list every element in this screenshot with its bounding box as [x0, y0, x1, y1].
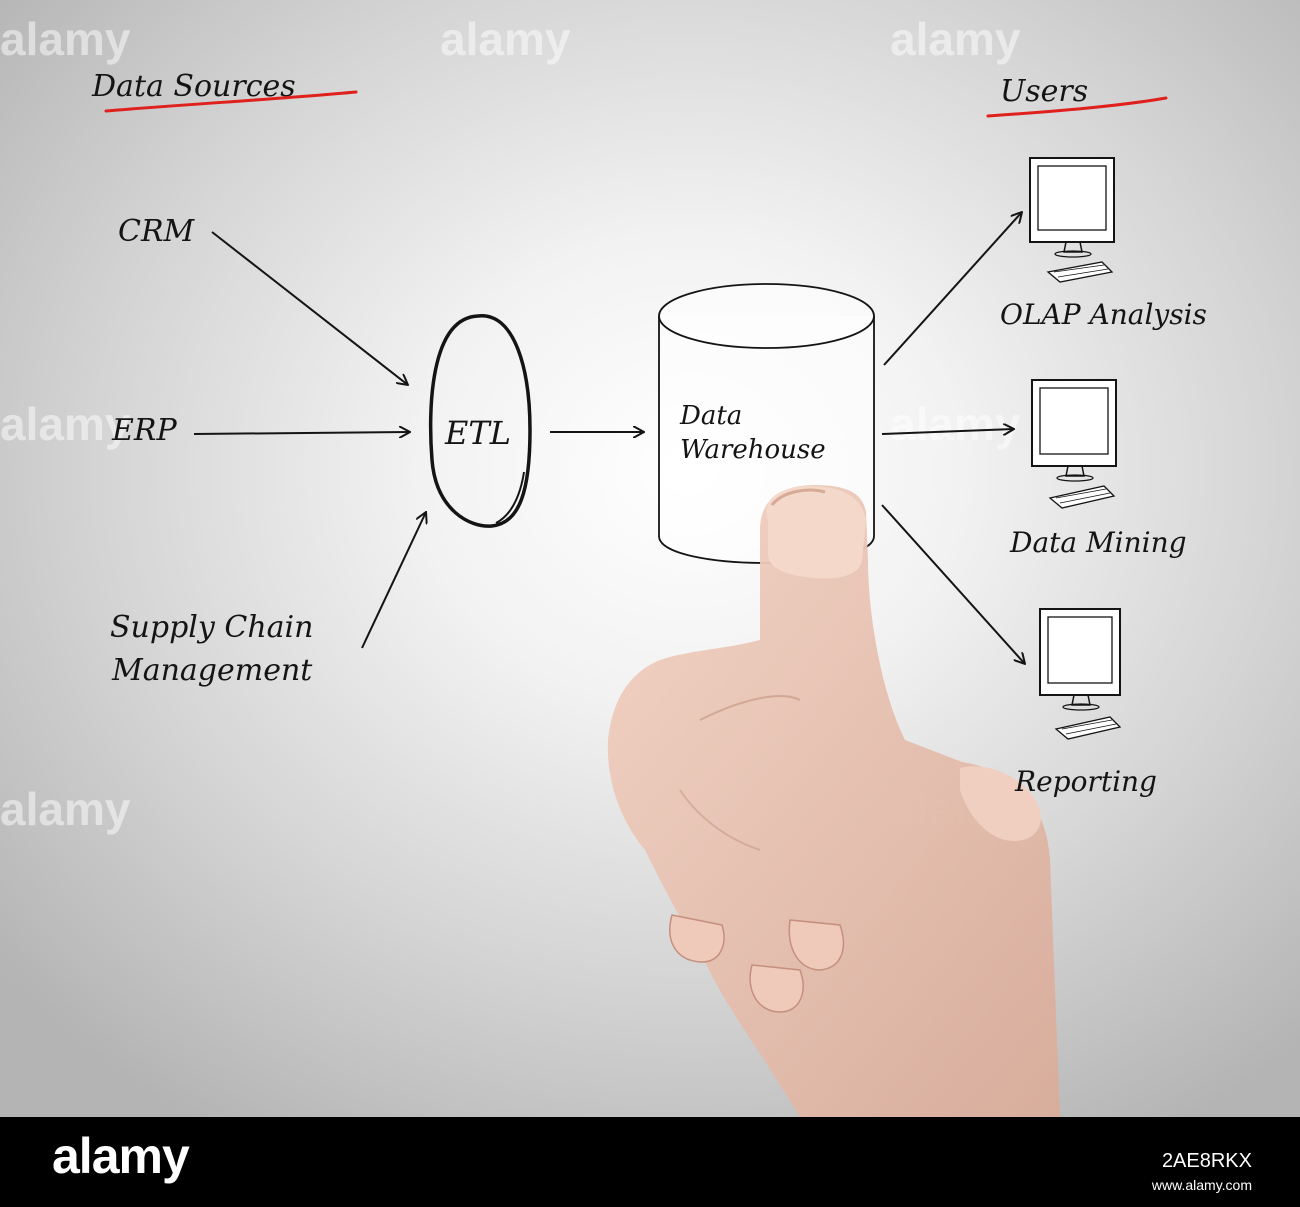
output-label-olap: OLAP Analysis	[1000, 298, 1207, 331]
arrow-warehouse-to-reporting	[881, 504, 1025, 664]
users-title: Users	[1000, 74, 1088, 109]
etl-ellipse-stroke	[495, 471, 525, 524]
source-label-scm-line1: Supply Chain	[110, 610, 313, 645]
arrow-warehouse-to-mining	[881, 429, 1014, 434]
warehouse-label-line2: Warehouse	[680, 435, 826, 465]
pointing-hand-photo	[607, 485, 1060, 1117]
sources-title-underline	[104, 90, 358, 113]
warehouse-cylinder-top	[658, 283, 875, 349]
arrow-warehouse-to-olap	[883, 212, 1022, 366]
source-label-erp: ERP	[111, 413, 177, 448]
diagram-svg: alamy alamy alamy alamy alamy alamy alam…	[0, 13, 1207, 1117]
arrow-crm-to-etl	[211, 231, 408, 385]
users-title-group: Users	[986, 74, 1168, 118]
computer-icon	[1029, 157, 1115, 283]
footer-bar: alamy 2AE8RKX www.alamy.com	[0, 1117, 1300, 1207]
watermark-layer: alamy alamy alamy alamy alamy alamy alam…	[0, 13, 1021, 835]
arrow-erp-to-etl	[193, 432, 410, 434]
footer-url: www.alamy.com	[1151, 1177, 1252, 1193]
arrow-scm-to-etl	[361, 512, 426, 649]
watermark: alamy	[0, 783, 131, 835]
source-label-scm-line2: Management	[111, 653, 313, 688]
watermark: alamy	[440, 13, 571, 65]
output-label-reporting: Reporting	[1014, 765, 1157, 798]
watermark: alamy	[0, 398, 131, 450]
watermark: alamy	[890, 398, 1021, 450]
computer-icon	[1039, 608, 1122, 740]
source-label-crm: CRM	[118, 214, 196, 249]
footer-brand-logo: alamy	[52, 1128, 190, 1184]
sources-title-group: Data Sources	[91, 69, 358, 113]
etl-label: ETL	[444, 414, 511, 452]
users-title-underline	[986, 96, 1168, 118]
etl-node: ETL	[428, 314, 532, 528]
output-label-mining: Data Mining	[1009, 526, 1187, 559]
etl-ellipse	[428, 314, 532, 528]
computer-icon	[1031, 379, 1117, 509]
warehouse-label-line1: Data	[679, 401, 742, 431]
watermark: alamy	[0, 13, 131, 65]
footer-image-id: 2AE8RKX	[1161, 1150, 1252, 1172]
watermark: alamy	[890, 13, 1021, 65]
